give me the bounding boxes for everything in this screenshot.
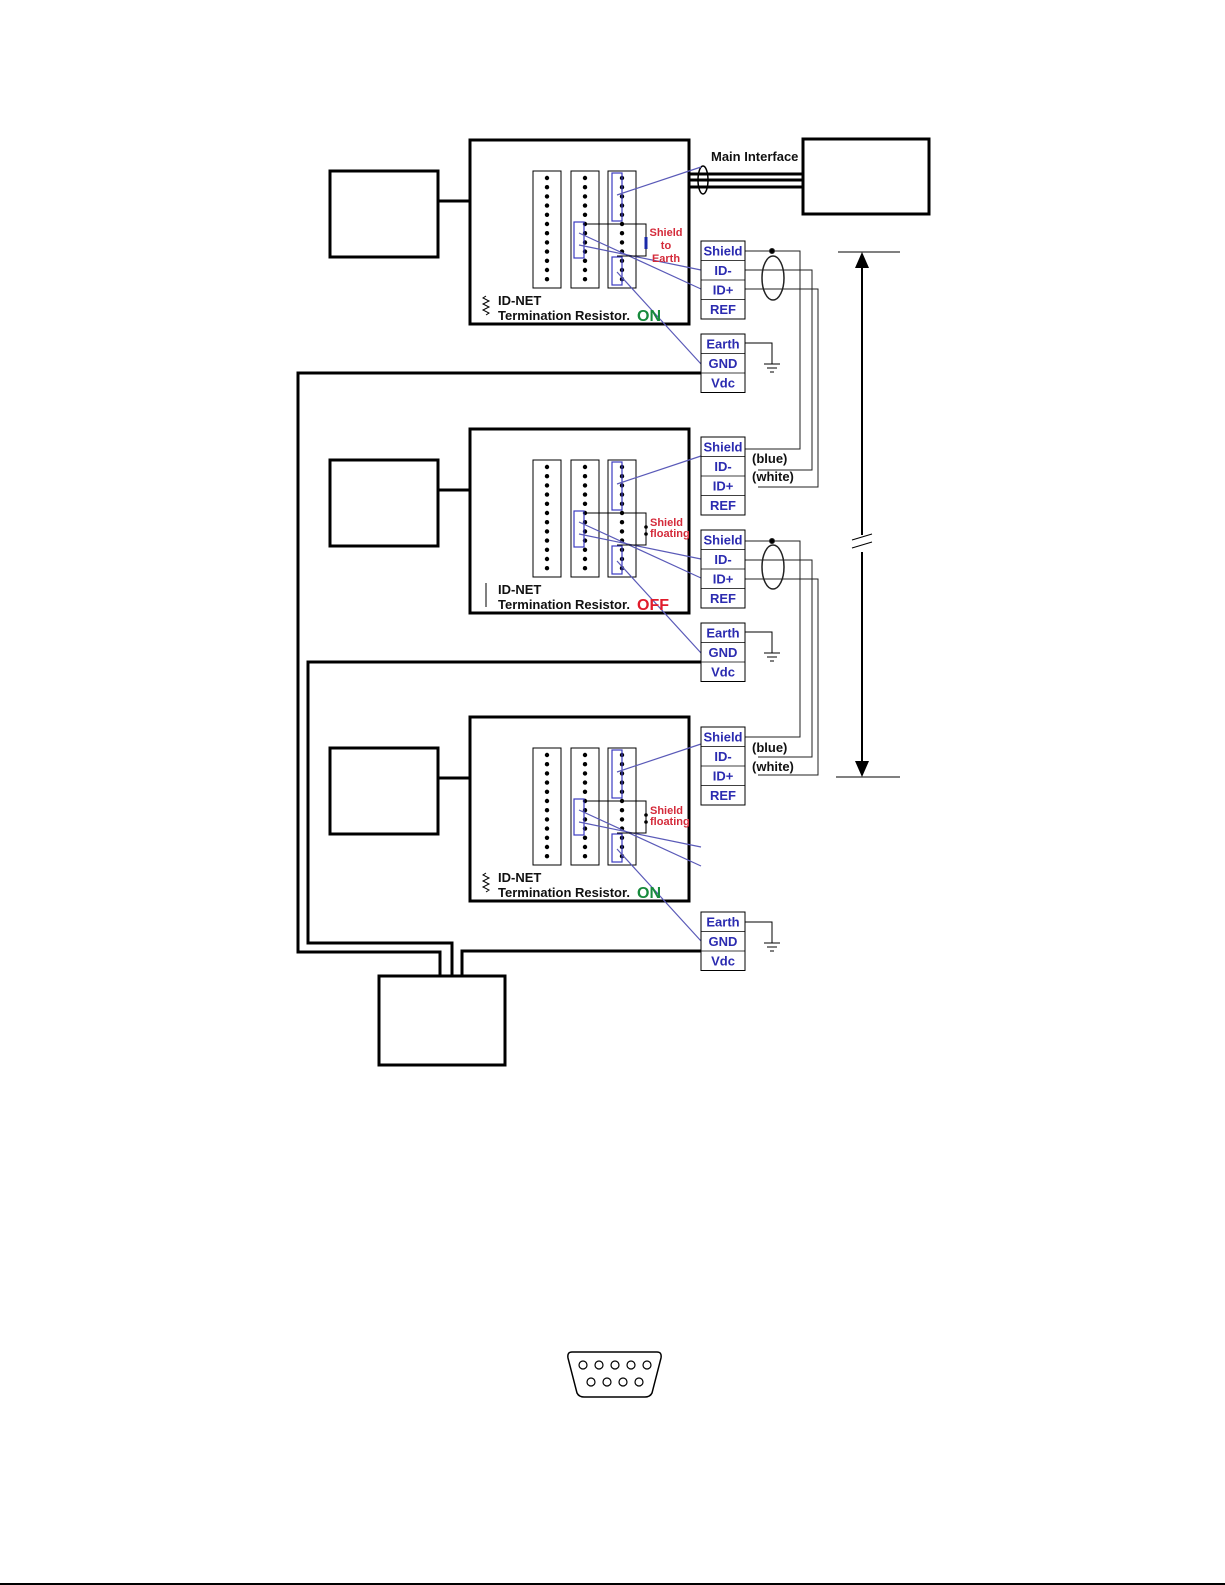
terminal-label: ID+ — [713, 769, 734, 784]
terminal-label: ID+ — [713, 283, 734, 298]
shield-floating-label: Shield — [650, 517, 683, 529]
controller-box — [468, 715, 691, 903]
terminal-strip — [607, 747, 637, 866]
terminal-label: ID- — [714, 552, 731, 567]
earth-ground-icon — [745, 921, 780, 952]
resistor-title: ID-NET — [498, 582, 541, 597]
terminal-label: ID+ — [713, 479, 734, 494]
scanner-box — [328, 458, 440, 548]
terminal-label: REF — [710, 788, 736, 803]
termination-state: ON — [637, 885, 661, 902]
terminal-label: Shield — [703, 440, 742, 455]
terminal-strip — [570, 459, 600, 578]
scanner-box — [328, 169, 440, 259]
arrow-down-icon — [855, 761, 869, 777]
termination-state: OFF — [637, 597, 669, 614]
page-bottom-rule — [0, 1583, 1225, 1585]
terminal-label: Shield — [703, 533, 742, 548]
cable-run-1 — [745, 248, 819, 488]
terminal-strip — [532, 747, 562, 866]
host-device-box — [801, 137, 931, 216]
earth-ground-icon — [745, 631, 780, 662]
wire-white-label-2: (white) — [752, 759, 794, 774]
terminal-label: ID+ — [713, 572, 734, 587]
shield-floating-label: floating — [650, 816, 690, 828]
wire-blue-label-2: (blue) — [752, 740, 787, 755]
controller-box — [468, 138, 691, 326]
terminal-label: Earth — [706, 626, 739, 641]
terminal-strip — [532, 459, 562, 578]
terminal-label: ID- — [714, 749, 731, 764]
resistor-label: Termination Resistor. — [498, 308, 630, 323]
dsub-connector-icon — [567, 1351, 662, 1398]
scanner-box — [328, 746, 440, 836]
terminal-label: Shield — [703, 730, 742, 745]
arrow-up-icon — [855, 252, 869, 268]
terminal-label: Earth — [706, 915, 739, 930]
resistor-title: ID-NET — [498, 293, 541, 308]
terminal-label: REF — [710, 302, 736, 317]
terminal-strip — [607, 459, 637, 578]
controller-box — [468, 427, 691, 615]
main-interface-label: Main Interface — [711, 149, 798, 164]
terminal-label: GND — [709, 356, 738, 371]
shield-floating-label: floating — [650, 528, 690, 540]
terminal-label: REF — [710, 498, 736, 513]
resistor-label: Termination Resistor. — [498, 885, 630, 900]
termination-state: ON — [637, 308, 661, 325]
terminal-label: ID- — [714, 263, 731, 278]
terminal-label: Vdc — [711, 665, 735, 680]
terminal-strip — [607, 170, 637, 289]
resistor-label: Termination Resistor. — [498, 597, 630, 612]
shield-to-earth-label: Earth — [652, 253, 680, 265]
terminal-label: Vdc — [711, 954, 735, 969]
terminal-label: REF — [710, 591, 736, 606]
terminal-label: Shield — [703, 244, 742, 259]
power-supply-box — [377, 974, 507, 1067]
cable-run-2 — [745, 538, 819, 776]
earth-ground-icon — [745, 342, 780, 373]
shield-floating-label: Shield — [650, 805, 683, 817]
terminal-label: Vdc — [711, 376, 735, 391]
terminal-label: ID- — [714, 459, 731, 474]
wire-blue-label-1: (blue) — [752, 451, 787, 466]
terminal-label: GND — [709, 934, 738, 949]
terminal-strip — [532, 170, 562, 289]
terminal-label: GND — [709, 645, 738, 660]
resistor-title: ID-NET — [498, 870, 541, 885]
terminal-label: Earth — [706, 337, 739, 352]
shield-to-earth-label: Shield — [649, 227, 682, 239]
terminal-strip — [570, 747, 600, 866]
terminal-strip — [570, 170, 600, 289]
wire-white-label-1: (white) — [752, 469, 794, 484]
shield-to-earth-label: to — [661, 240, 672, 252]
